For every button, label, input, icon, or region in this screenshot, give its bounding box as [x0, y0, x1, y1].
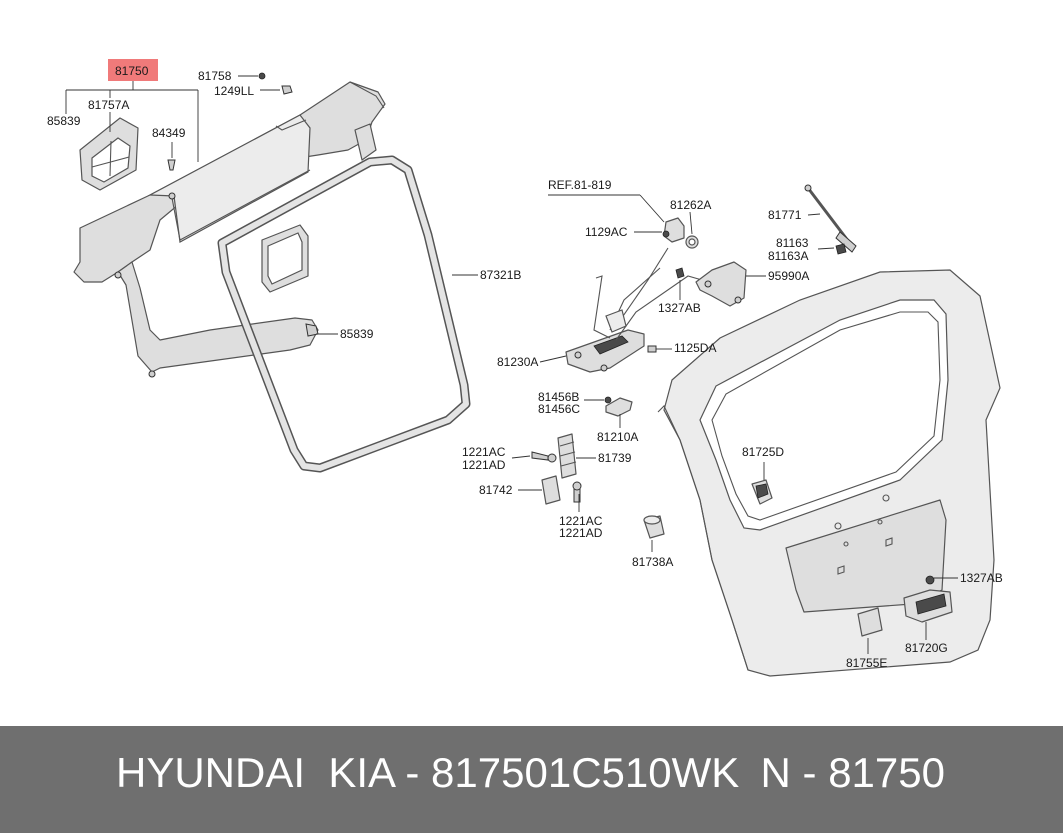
label-81739: 81739 — [598, 451, 632, 465]
lock-assembly — [565, 184, 857, 373]
label-81757A: 81757A — [88, 98, 129, 112]
label-81262A: 81262A — [670, 198, 711, 212]
label-1221AD-b: 1221AD — [559, 526, 603, 540]
label-1249LL: 1249LL — [214, 84, 254, 98]
part-labels: 81750 81758 1249LL 85839 81757A 84349 87… — [47, 64, 1003, 670]
label-81738A: 81738A — [632, 555, 673, 569]
weatherstrip-seal — [217, 155, 471, 473]
leader-lines — [65, 59, 958, 654]
caption-bar: HYUNDAI KIA - 817501C510WK N - 81750 — [0, 726, 1063, 833]
label-81750: 81750 — [115, 64, 149, 78]
label-1327AB-bot: 1327AB — [960, 571, 1003, 585]
parts-diagram: 81750 81758 1249LL 85839 81757A 84349 87… — [47, 59, 1003, 677]
label-85839-top: 85839 — [47, 114, 81, 128]
label-81720G: 81720G — [905, 641, 948, 655]
label-81771: 81771 — [768, 208, 802, 222]
caption-diagram-code: N - 81750 — [760, 749, 945, 796]
label-1327AB-top: 1327AB — [658, 301, 701, 315]
label-81163A: 81163A — [768, 249, 808, 263]
label-81163: 81163 — [776, 236, 809, 250]
caption-part-number: HYUNDAI KIA - 817501C510WK — [116, 749, 740, 796]
highlighted-part-number-box — [108, 59, 158, 81]
label-81742: 81742 — [479, 483, 513, 497]
label-1125DA: 1125DA — [674, 341, 716, 355]
label-81230A: 81230A — [497, 355, 538, 369]
label-81456C: 81456C — [538, 402, 580, 416]
label-1221AC-a: 1221AC — [462, 445, 506, 459]
label-81210A: 81210A — [597, 430, 638, 444]
label-1221AD-a: 1221AD — [462, 458, 506, 472]
label-95990A: 95990A — [768, 269, 809, 283]
grille-cover — [79, 117, 139, 191]
label-81725D: 81725D — [742, 445, 784, 459]
label-85839-mid: 85839 — [340, 327, 374, 341]
trim-panel — [73, 81, 386, 378]
label-ref-81-819: REF.81-819 — [548, 178, 612, 192]
label-87321B: 87321B — [480, 268, 521, 282]
label-1129AC: 1129AC — [585, 225, 628, 239]
label-81758: 81758 — [198, 69, 232, 83]
label-81755E: 81755E — [846, 656, 887, 670]
tailgate-door — [657, 269, 1001, 677]
striker-parts — [531, 396, 665, 539]
label-1221AC-b: 1221AC — [559, 514, 603, 528]
label-84349: 84349 — [152, 126, 186, 140]
top-fasteners — [167, 72, 293, 171]
label-81456B: 81456B — [538, 390, 579, 404]
